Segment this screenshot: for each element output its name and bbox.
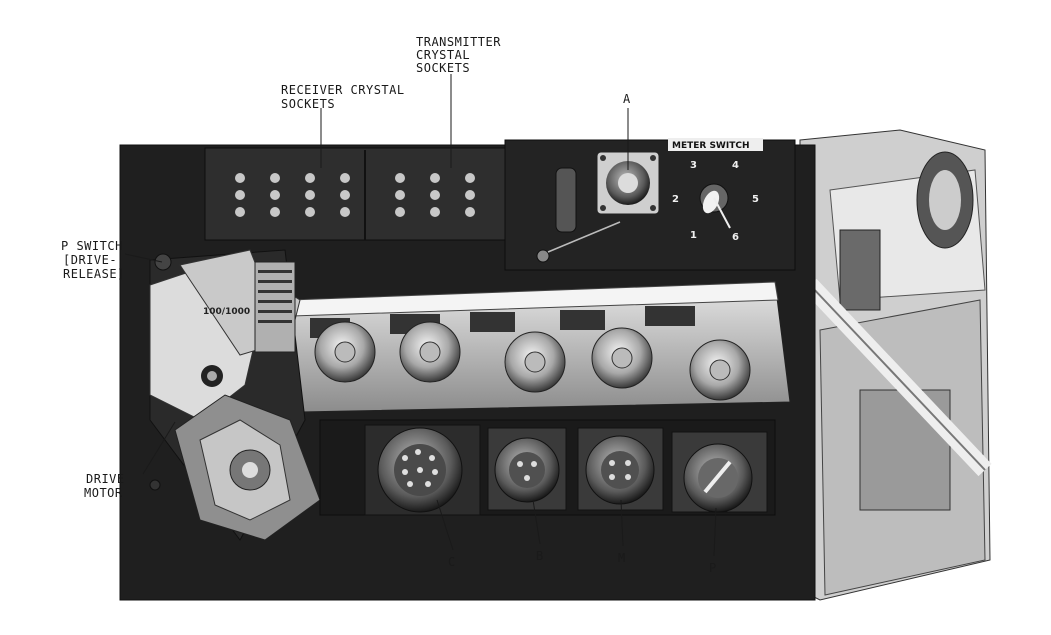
transmitter-crystal-sockets [395,173,475,217]
p-switch-label-line2: [DRIVE- [63,253,117,267]
socket-a [596,151,660,215]
p-switch-label-line3: RELEASE] [63,267,125,281]
drive-mechanism: 100/1000 [149,249,321,541]
p-switch-knob [154,253,172,271]
dial-mark: 100/1000 [203,307,250,317]
connector-b-label: B [536,549,544,563]
connector-c-label: C [448,555,456,569]
meter-position-1: 1 [690,230,697,241]
p-switch-label-line1: P SWITCH [61,239,123,253]
drive-motor-label-line2: MOTOR [84,486,123,500]
panel-wire [547,221,621,253]
connector-m-label: M [618,551,626,565]
receiver-label-line2: SOCKETS [281,97,335,111]
meter-position-5: 5 [752,194,759,205]
meter-position-4: 4 [732,160,739,171]
meter-position-2: 2 [672,194,679,205]
panel-plug [555,167,577,233]
connector-row [319,419,776,516]
transmitter-label-line3: SOCKETS [416,61,470,75]
meter-position-3: 3 [690,160,697,171]
receiver-crystal-sockets [235,173,350,217]
meter-switch: METER SWITCH 3 4 2 5 1 6 [668,138,763,243]
connector-p-label: P [709,561,717,575]
receiver-label-line1: RECEIVER CRYSTAL [281,83,405,97]
transmitter-label-line2: CRYSTAL [416,48,470,62]
tuning-strip [289,281,791,413]
chassis-frame [769,129,992,601]
panel-screw [536,249,550,263]
transmitter-label-line1: TRANSMITTER [416,35,501,49]
meter-switch-label: METER SWITCH [672,141,750,151]
meter-position-6: 6 [732,232,739,243]
socket-a-label: A [623,92,631,106]
leader-lines [124,74,717,557]
drive-motor-label-line1: DRIVE [86,472,125,486]
